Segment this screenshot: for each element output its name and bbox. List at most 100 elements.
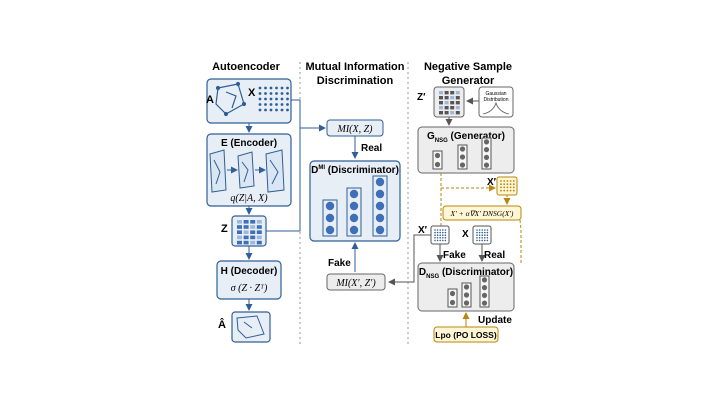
- embedding-cell: [439, 96, 443, 100]
- embedding-cell: [256, 220, 262, 224]
- matrix-dot: [506, 180, 509, 182]
- embedding-cell: [444, 101, 449, 105]
- x-prime-top-label: X′: [487, 177, 497, 188]
- matrix-dot: [478, 237, 481, 239]
- section-title-mi-line2: Discrimination: [317, 75, 394, 87]
- matrix-dot: [500, 189, 502, 192]
- embedding-cell: [444, 91, 449, 95]
- network-node: [459, 154, 466, 160]
- matrix-dot: [476, 229, 478, 231]
- matrix-dot: [264, 92, 267, 95]
- embedding-cell: [444, 106, 449, 110]
- arrow-z-to-mi: [266, 128, 301, 232]
- matrix-dot: [275, 97, 278, 101]
- matrix-dot: [439, 239, 442, 242]
- gaussian-line2: Distribution: [483, 97, 508, 103]
- x-real-matrix: [476, 229, 489, 242]
- embedding-cell: [237, 230, 242, 234]
- mi-discriminator-title: DMI (Discriminator): [311, 165, 399, 176]
- matrix-dot: [439, 234, 442, 236]
- matrix-dot: [506, 183, 509, 186]
- section-title-nsg-line2: Generator: [442, 75, 495, 87]
- embedding-cell: [237, 220, 242, 224]
- matrix-dot: [442, 229, 444, 231]
- matrix-dot: [258, 92, 262, 95]
- mi-bottom-box: [326, 273, 386, 291]
- embedding-cell: [256, 230, 262, 234]
- embedding-cell: [243, 220, 249, 224]
- matrix-dot: [275, 108, 278, 112]
- matrix-dot: [444, 231, 447, 234]
- embedding-cell: [455, 96, 460, 100]
- embedding-cell: [439, 91, 443, 95]
- matrix-dot: [258, 108, 262, 112]
- matrix-dot: [478, 239, 481, 242]
- network-node: [463, 292, 470, 298]
- matrix-dot: [512, 189, 515, 192]
- matrix-dot: [264, 108, 267, 112]
- encoder-layers-icon: [209, 149, 285, 193]
- matrix-dot: [280, 103, 284, 106]
- nsg-fake-label: Fake: [443, 250, 466, 261]
- matrix-dot: [503, 189, 506, 192]
- mi-real-label: Real: [361, 143, 382, 154]
- embedding-cell: [256, 240, 262, 245]
- network-node: [481, 277, 488, 283]
- embedding-cell: [455, 101, 460, 105]
- gold-update-line: [519, 219, 522, 263]
- z-prime-grid: [439, 91, 460, 115]
- arrow-x-to-mi: [291, 99, 326, 132]
- gaussian-line1: Gaussian: [485, 91, 506, 97]
- matrix-dot: [512, 180, 515, 182]
- matrix-dot: [506, 189, 509, 192]
- loss-label: Lpo (PO LOSS): [435, 330, 497, 340]
- encoder-formula: q(Z|A, X): [230, 193, 268, 204]
- matrix-dot: [503, 186, 506, 189]
- matrix-dot: [503, 180, 506, 182]
- matrix-dot: [434, 229, 436, 231]
- matrix-dot: [444, 229, 447, 231]
- z-embedding-grid: [237, 220, 262, 245]
- matrix-dot: [264, 97, 267, 101]
- network-layer: [481, 137, 492, 170]
- matrix-dot: [476, 237, 478, 239]
- section-title-mi-line1: Mutual Information: [306, 61, 405, 73]
- matrix-dot: [476, 231, 478, 234]
- embedding-cell: [439, 111, 443, 115]
- network-node: [349, 213, 359, 223]
- embedding-cell: [237, 235, 242, 240]
- matrix-dot: [476, 234, 478, 236]
- matrix-dot: [509, 186, 512, 189]
- matrix-dot: [269, 92, 273, 95]
- matrix-dot: [258, 103, 262, 106]
- mi-fake-label: Fake: [328, 258, 351, 269]
- embedding-cell: [243, 235, 249, 240]
- z-label: Z: [221, 223, 228, 235]
- matrix-dot: [484, 231, 486, 234]
- perturb-box: [442, 205, 522, 221]
- matrix-dot: [512, 186, 515, 189]
- embedding-cell: [237, 240, 242, 245]
- matrix-dot: [264, 86, 267, 90]
- loss-box: [433, 326, 499, 343]
- network-node: [375, 189, 385, 199]
- network-layer: [447, 288, 458, 308]
- feature-matrix-icon: [258, 86, 289, 112]
- matrix-dot: [486, 237, 489, 239]
- matrix-dot: [484, 237, 486, 239]
- matrix-dot: [481, 231, 484, 234]
- embedding-cell: [250, 225, 256, 229]
- network-node: [459, 146, 466, 152]
- matrix-dot: [434, 239, 436, 242]
- matrix-dot: [486, 234, 489, 236]
- matrix-dot: [434, 234, 436, 236]
- network-node: [463, 300, 470, 306]
- network-node: [375, 201, 385, 211]
- embedding-cell: [250, 235, 256, 240]
- matrix-dot: [436, 231, 439, 234]
- embedding-cell: [243, 240, 249, 245]
- matrix-dot: [481, 229, 484, 231]
- matrix-dot: [509, 183, 512, 186]
- input-box: [206, 78, 292, 124]
